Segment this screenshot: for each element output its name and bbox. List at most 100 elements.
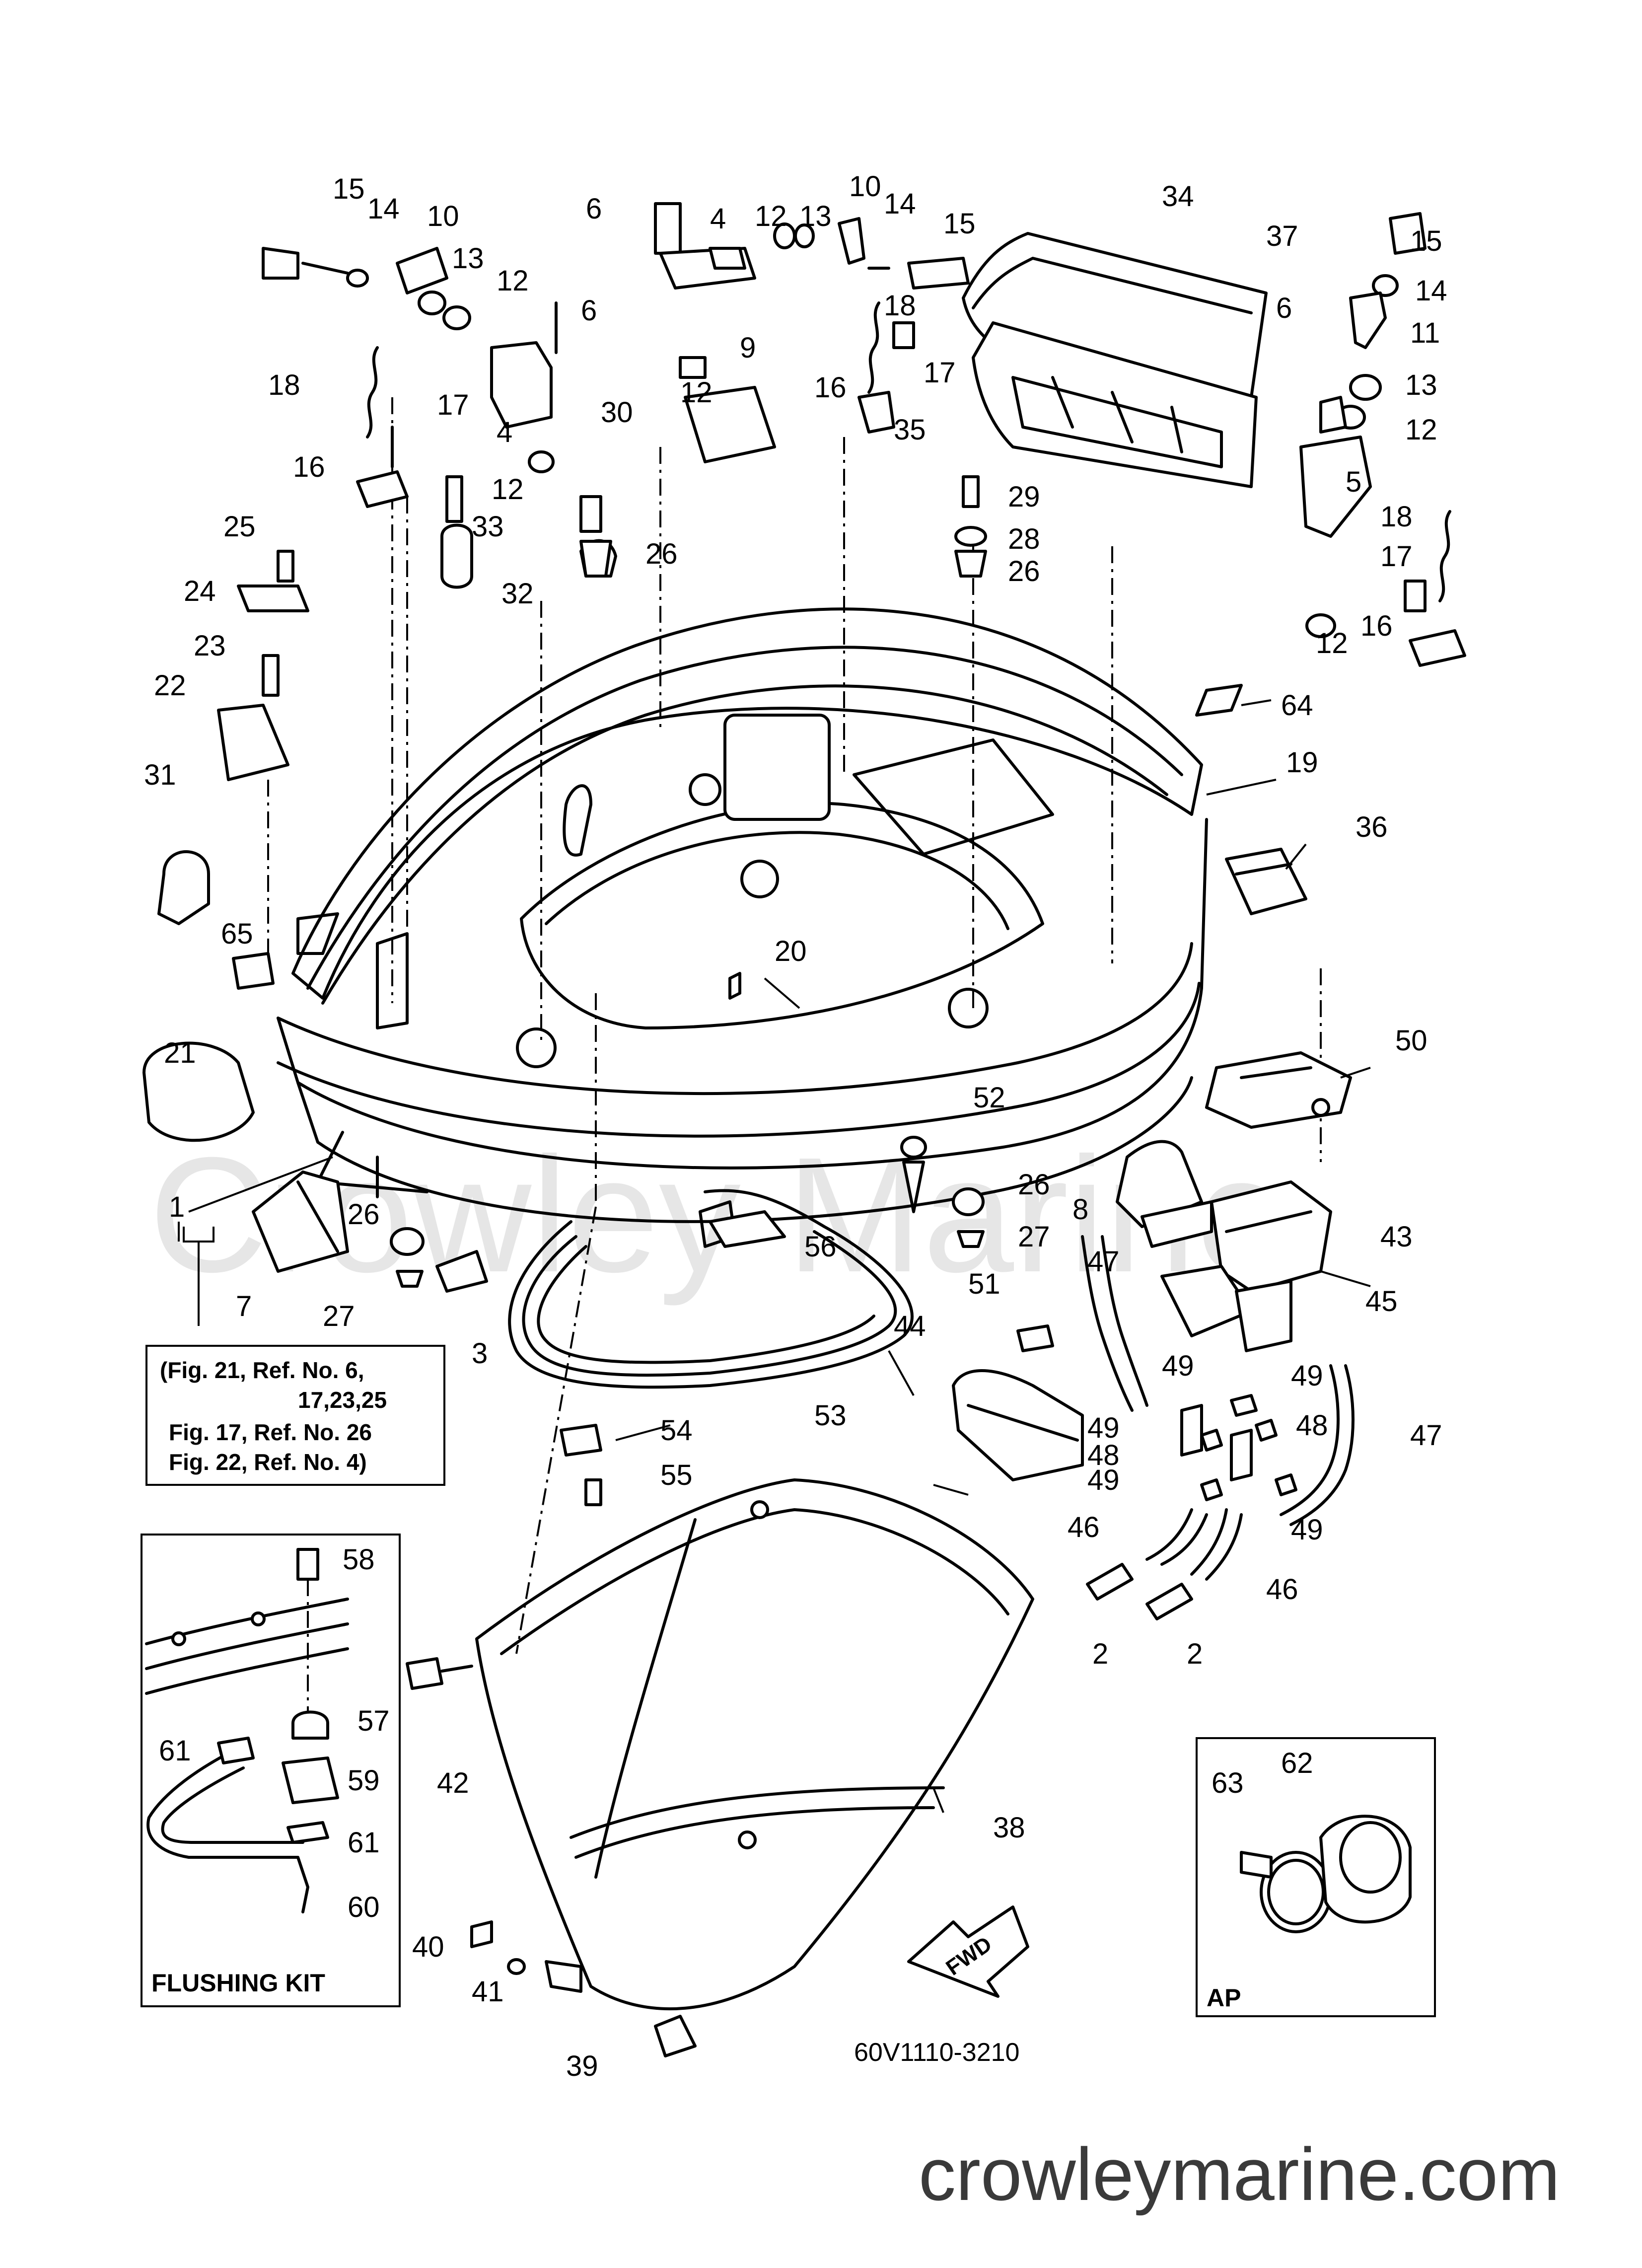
website-url: crowleymarine.com	[919, 2132, 1560, 2216]
callout-number: 40	[412, 1931, 444, 1963]
callout-number: 6	[581, 294, 597, 327]
callout-number: 15	[1410, 225, 1442, 257]
callout-number: 10	[427, 200, 459, 232]
callout-number: 41	[472, 1975, 504, 2008]
callout-number: 12	[1316, 627, 1348, 659]
callout-number: 63	[1212, 1767, 1244, 1799]
callout-number: 29	[1008, 481, 1040, 513]
flushing-kit-label: FLUSHING KIT	[151, 1969, 325, 1997]
callout-number: 14	[1415, 275, 1447, 307]
callout-number: 13	[452, 242, 484, 275]
callout-number: 26	[1018, 1169, 1050, 1201]
callout-number: 34	[1162, 180, 1194, 213]
leader-lines	[178, 699, 1371, 1813]
ap-label: AP	[1207, 1984, 1241, 2012]
callout-number: 12	[680, 376, 713, 409]
callout-number: 48	[1087, 1439, 1120, 1471]
right-side-parts	[1205, 848, 1352, 1129]
note-line-4: Fig. 22, Ref. No. 4)	[169, 1449, 367, 1475]
callout-number: 19	[1286, 746, 1318, 779]
callout-number: 33	[472, 511, 504, 543]
callout-number: 39	[566, 2050, 598, 2082]
callout-number: 14	[367, 193, 400, 225]
callout-number: 17	[437, 389, 469, 421]
callout-number: 46	[1266, 1573, 1298, 1606]
apron-38	[475, 1478, 1034, 2011]
diagram-code: 60V1110-3210	[854, 2038, 1019, 2067]
cover-plates-34-35	[962, 232, 1268, 488]
callout-number: 24	[184, 575, 216, 607]
callout-number: 4	[710, 203, 726, 235]
callout-number: 56	[804, 1231, 837, 1263]
note-line-2: 17,23,25	[298, 1387, 387, 1413]
callout-number: 61	[348, 1827, 380, 1859]
callout-number: 50	[1395, 1024, 1428, 1057]
callout-number: 4	[497, 416, 512, 448]
callout-number: 22	[154, 669, 186, 702]
callout-number: 49	[1087, 1464, 1120, 1496]
callout-number: 53	[814, 1399, 847, 1432]
air-duct-assembly	[952, 1140, 1355, 1526]
callout-number: 44	[894, 1310, 926, 1342]
callout-number: 46	[1068, 1511, 1100, 1543]
callout-number: 8	[1072, 1193, 1088, 1226]
callout-number: 16	[293, 451, 325, 483]
callout-number: 47	[1410, 1419, 1442, 1452]
callout-number: 26	[348, 1198, 380, 1231]
callout-number: 48	[1296, 1409, 1328, 1442]
assembly-lines	[267, 397, 1322, 1654]
callout-number: 62	[1281, 1747, 1313, 1779]
callout-number: 12	[492, 473, 524, 506]
callout-number: 18	[1380, 501, 1413, 533]
callout-number: 49	[1087, 1412, 1120, 1444]
callout-number: 64	[1281, 689, 1313, 722]
flushing-kit-box: FLUSHING KIT	[141, 1534, 401, 2007]
callout-number: 7	[236, 1290, 252, 1322]
callout-number: 42	[437, 1767, 469, 1799]
callout-number: 17	[1380, 540, 1413, 573]
callout-number: 65	[221, 918, 253, 950]
callout-number: 36	[1356, 811, 1388, 843]
callout-number: 1	[169, 1191, 185, 1223]
callout-number: 21	[164, 1037, 196, 1069]
callout-number: 58	[343, 1543, 375, 1576]
callout-number: 18	[268, 369, 300, 401]
hose-fittings	[1086, 1394, 1297, 1620]
bottom-cowling-tray	[277, 607, 1208, 1248]
rubber-seal-53	[508, 1189, 914, 1389]
callout-number: 49	[1162, 1350, 1194, 1382]
callout-number: 51	[968, 1268, 1000, 1300]
callout-number: 13	[799, 200, 832, 232]
callout-number: 15	[943, 208, 976, 240]
callout-number: 25	[223, 511, 256, 543]
callout-number: 47	[1087, 1245, 1120, 1278]
callout-number: 2	[1187, 1638, 1203, 1670]
callout-number: 59	[348, 1764, 380, 1797]
note-line-3: Fig. 17, Ref. No. 26	[169, 1419, 372, 1445]
callout-number: 55	[660, 1459, 693, 1491]
callout-number: 52	[973, 1082, 1005, 1114]
callout-number: 49	[1291, 1360, 1323, 1392]
upper-left-fittings	[143, 247, 617, 1142]
callout-number: 2	[1092, 1638, 1108, 1670]
callout-number: 38	[993, 1812, 1025, 1844]
callout-number: 57	[357, 1705, 390, 1737]
callout-number: 54	[660, 1414, 693, 1447]
callout-number: 18	[884, 290, 916, 322]
callout-number: 12	[1405, 414, 1437, 446]
upper-center-fittings	[579, 202, 987, 578]
callout-number: 61	[159, 1735, 191, 1767]
callout-number: 5	[1346, 466, 1361, 498]
callout-number: 6	[586, 193, 602, 225]
ap-box: AP	[1196, 1737, 1436, 2017]
callout-number: 14	[884, 188, 916, 220]
callout-number: 60	[348, 1891, 380, 1923]
callout-number: 27	[323, 1300, 355, 1332]
callout-number: 26	[645, 538, 678, 570]
callout-number: 16	[1360, 610, 1393, 642]
callout-number: 37	[1266, 220, 1298, 252]
callout-number: 15	[333, 173, 365, 205]
